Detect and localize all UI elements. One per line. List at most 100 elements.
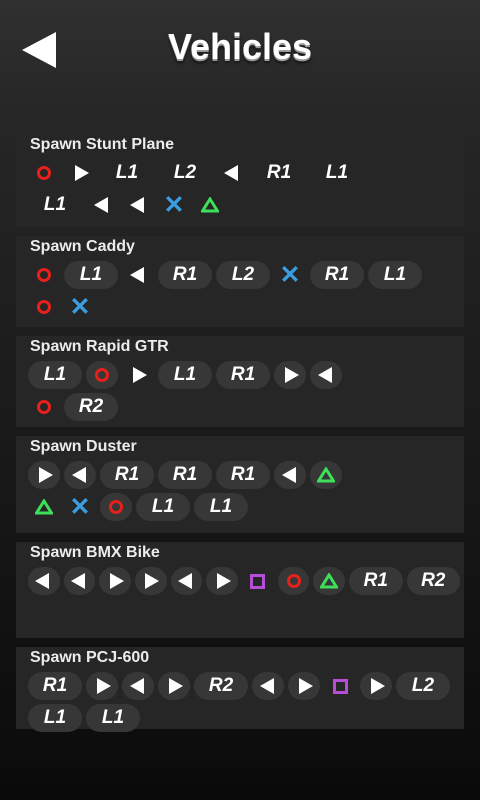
button-r1: R1 xyxy=(252,159,306,187)
button-l1: L1 xyxy=(28,191,82,219)
button-label: R1 xyxy=(42,675,68,696)
arrow-left-icon xyxy=(86,191,118,219)
button-label: L1 xyxy=(325,162,349,183)
button-sequence-row: L1 L1 xyxy=(16,702,464,734)
button-label: R1 xyxy=(230,364,256,385)
triangle-icon xyxy=(310,461,342,489)
cheat-title: Spawn BMX Bike xyxy=(30,544,160,561)
arrow-right-icon xyxy=(86,672,118,700)
button-l1: L1 xyxy=(28,704,82,732)
arrow-right-icon xyxy=(122,361,154,389)
button-label: R1 xyxy=(324,264,350,285)
button-label: L2 xyxy=(173,162,197,183)
button-r1: R1 xyxy=(158,461,212,489)
arrow-right-icon xyxy=(99,567,132,595)
square-icon xyxy=(324,672,356,700)
arrow-right-icon xyxy=(135,567,167,595)
arrow-right-icon xyxy=(360,672,392,700)
cross-icon: ✕ xyxy=(163,191,185,219)
circle-icon xyxy=(100,493,132,521)
arrow-left-icon xyxy=(122,191,154,219)
triangle-icon xyxy=(313,567,346,595)
button-l2: L2 xyxy=(158,159,212,187)
button-sequence-row: R1 R2 L2 xyxy=(16,670,464,702)
button-sequence-row: R1 R2 xyxy=(16,565,464,597)
button-label: L1 xyxy=(43,707,67,728)
button-l1: L1 xyxy=(194,493,248,521)
cheat-title: Spawn Caddy xyxy=(30,238,135,255)
button-l1: L1 xyxy=(100,159,154,187)
button-label: L2 xyxy=(411,675,435,696)
arrow-right-icon xyxy=(64,159,96,187)
button-r1: R1 xyxy=(349,567,403,595)
button-label: R1 xyxy=(172,264,198,285)
arrow-right-icon xyxy=(206,567,239,595)
button-label: L1 xyxy=(151,496,175,517)
button-sequence-row: L1 ✕ xyxy=(16,189,464,221)
button-label: L1 xyxy=(79,264,103,285)
button-label: R1 xyxy=(363,570,388,591)
button-r1: R1 xyxy=(216,361,270,389)
arrow-left-icon xyxy=(274,461,306,489)
button-r1: R1 xyxy=(28,672,82,700)
back-arrow-icon[interactable] xyxy=(20,30,60,70)
arrow-right-icon xyxy=(274,361,306,389)
button-l1: L1 xyxy=(368,261,422,289)
button-r2: R2 xyxy=(64,393,118,421)
button-r1: R1 xyxy=(216,461,270,489)
arrow-left-icon xyxy=(216,159,248,187)
triangle-icon xyxy=(28,493,60,521)
circle-icon xyxy=(277,567,310,595)
circle-icon xyxy=(86,361,118,389)
button-r1: R1 xyxy=(310,261,364,289)
circle-icon xyxy=(28,393,60,421)
button-r1: R1 xyxy=(100,461,154,489)
button-label: L1 xyxy=(173,364,197,385)
button-sequence-row: L1 L2 R1 L1 xyxy=(16,157,464,189)
circle-icon xyxy=(28,261,60,289)
arrow-left-icon xyxy=(122,672,154,700)
arrow-left-icon xyxy=(122,261,154,289)
circle-icon xyxy=(28,293,60,321)
page-title: Vehicles xyxy=(167,26,313,67)
button-l2: L2 xyxy=(396,672,450,700)
cross-icon: ✕ xyxy=(69,493,91,521)
button-r2: R2 xyxy=(406,567,460,595)
button-label: R2 xyxy=(208,675,234,696)
button-label: R1 xyxy=(114,464,140,485)
button-r1: R1 xyxy=(158,261,212,289)
button-sequence-row: L1 R1 L2 ✕ R1 L1 xyxy=(16,259,464,291)
button-label: L1 xyxy=(209,496,233,517)
button-label: R2 xyxy=(421,570,446,591)
button-label: R1 xyxy=(266,162,292,183)
header: Vehicles xyxy=(0,0,480,100)
cheat-title: Spawn Rapid GTR xyxy=(30,338,169,355)
cheat-title: Spawn Duster xyxy=(30,438,137,455)
button-l1: L1 xyxy=(136,493,190,521)
button-label: R1 xyxy=(172,464,198,485)
arrow-right-icon xyxy=(28,461,60,489)
button-sequence-row: R2 xyxy=(16,391,464,423)
button-label: L1 xyxy=(101,707,125,728)
button-label: L1 xyxy=(115,162,139,183)
arrow-left-icon xyxy=(252,672,284,700)
arrow-left-icon xyxy=(63,567,96,595)
button-sequence-row: ✕ xyxy=(16,291,464,323)
button-label: L2 xyxy=(231,264,255,285)
button-l1: L1 xyxy=(158,361,212,389)
triangle-icon xyxy=(194,191,226,219)
cheat-title: Spawn PCJ-600 xyxy=(30,649,150,666)
arrow-left-icon xyxy=(310,361,342,389)
button-sequence-row: ✕ L1 L1 xyxy=(16,491,464,523)
button-r2: R2 xyxy=(194,672,248,700)
button-sequence-row: R1 R1 R1 xyxy=(16,459,464,491)
cross-icon: ✕ xyxy=(279,261,301,289)
arrow-left-icon xyxy=(170,567,203,595)
